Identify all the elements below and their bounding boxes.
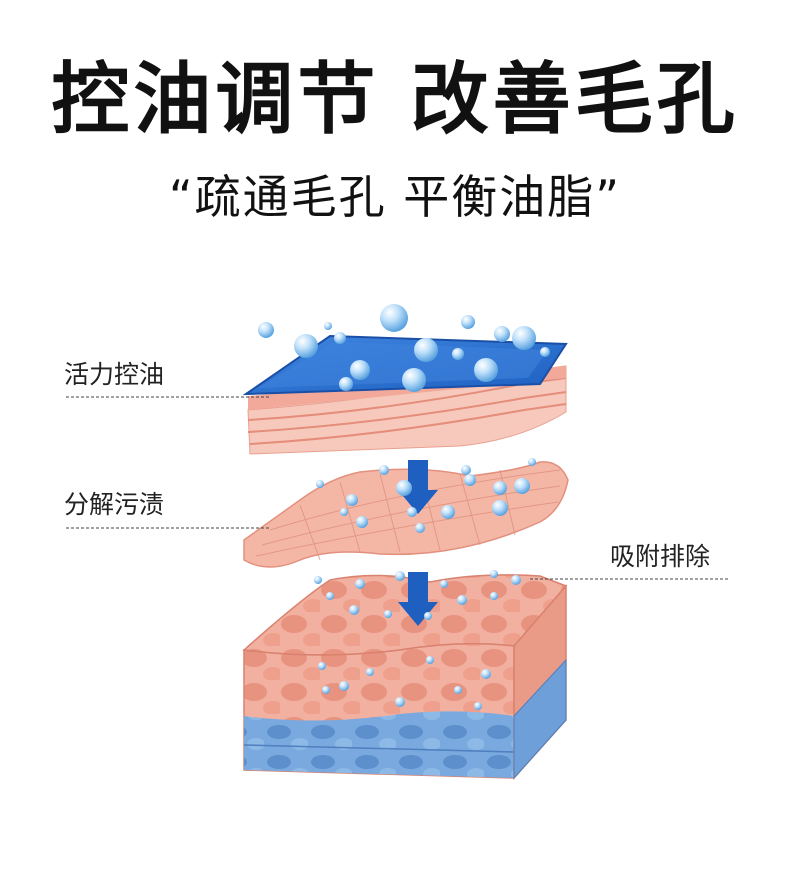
bubble-icon — [511, 575, 521, 585]
bubble-icon — [474, 358, 498, 382]
bubble-icon — [322, 686, 330, 694]
bubble-icon — [355, 579, 365, 589]
bubble-icon — [481, 669, 491, 679]
bubble-icon — [528, 458, 536, 466]
bubble-icon — [440, 580, 448, 588]
bubble-icon — [349, 605, 359, 615]
bubble-icon — [464, 474, 476, 486]
bubble-icon — [350, 360, 370, 380]
bubble-icon — [414, 338, 438, 362]
bubble-icon — [356, 516, 368, 528]
bubble-icon — [258, 304, 550, 710]
bubble-icon — [457, 595, 467, 605]
bubble-icon — [424, 612, 432, 620]
skin-block-layer — [242, 574, 568, 780]
bubble-icon — [494, 326, 510, 342]
bubble-icon — [407, 507, 417, 517]
bubble-icon — [380, 304, 408, 332]
bubble-icon — [514, 478, 530, 494]
bubble-icon — [294, 334, 318, 358]
bubble-icon — [395, 571, 405, 581]
bubble-icon — [490, 592, 498, 600]
bubble-icon — [396, 480, 412, 496]
page-subtitle: “疏通毛孔 平衡油脂” — [168, 170, 622, 224]
bubble-icon — [318, 662, 326, 670]
bubble-icon — [441, 505, 455, 519]
down-arrow-icon — [398, 460, 438, 514]
bubble-icon — [492, 500, 508, 516]
bubble-icon — [316, 480, 324, 488]
bubble-icon — [493, 481, 507, 495]
bubble-icon — [379, 465, 389, 475]
bubble-icon — [395, 697, 405, 707]
bubble-icon — [326, 592, 334, 600]
bubble-icon — [314, 576, 322, 584]
bubble-icon — [426, 656, 434, 664]
bubble-icon — [258, 322, 274, 338]
bubble-icon — [340, 508, 348, 516]
bubble-icon — [474, 702, 482, 710]
bubble-icon — [334, 332, 346, 344]
page-title: 控油调节 改善毛孔 — [51, 55, 739, 145]
callout-top: 活力控油 — [64, 360, 165, 389]
bubble-icon — [324, 322, 332, 330]
bubble-icon — [452, 348, 464, 360]
bubble-icon — [461, 465, 471, 475]
bubble-icon — [339, 681, 349, 691]
bubble-icon — [402, 368, 426, 392]
callout-middle: 分解污渍 — [64, 490, 165, 519]
bubble-icon — [540, 347, 550, 357]
bubble-icon — [346, 494, 358, 506]
bubble-icon — [490, 570, 498, 578]
middle-membrane-layer — [243, 461, 569, 568]
bubble-icon — [384, 610, 392, 618]
down-arrow-icon — [398, 572, 438, 626]
bubble-icon — [415, 523, 425, 533]
bubble-icon — [461, 315, 475, 329]
bubble-icon — [512, 326, 536, 350]
bubble-icon — [339, 377, 353, 391]
bubble-icon — [366, 668, 374, 676]
callout-right: 吸附排除 — [610, 542, 711, 571]
bubble-icon — [454, 686, 462, 694]
